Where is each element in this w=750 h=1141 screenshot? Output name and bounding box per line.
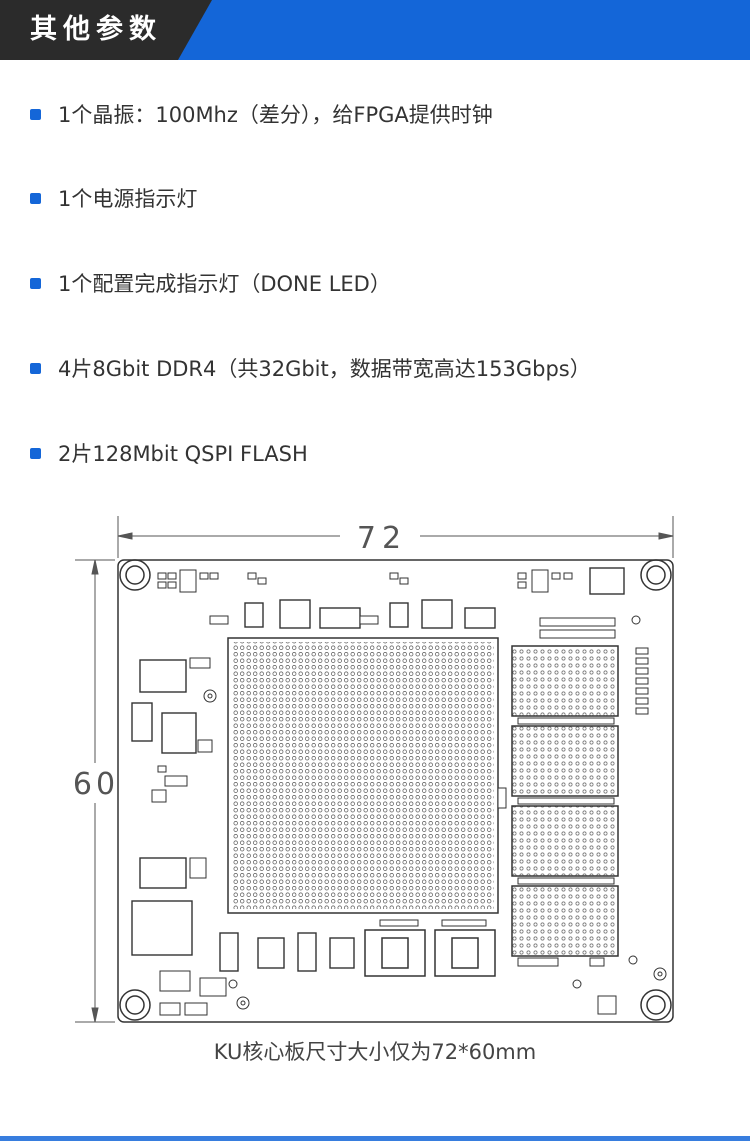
height-label: 60 (73, 767, 119, 802)
feature-item: 1个晶振：100Mhz（差分），给FPGA提供时钟 (30, 92, 493, 136)
feature-text: 1个电源指示灯 (58, 187, 198, 211)
feature-text: 1个配置完成指示灯（DONE LED） (58, 272, 391, 296)
square-bullet-icon (30, 447, 41, 459)
section-header: 其他参数 (0, 0, 750, 60)
width-dimension (117, 516, 674, 558)
board-drawing: 72 60 (73, 516, 674, 1023)
feature-text: 4片8Gbit DDR4（共32Gbit，数据带宽高达153Gbps） (58, 357, 591, 381)
mounting-holes (119, 559, 672, 1021)
ddr4-chips (511, 645, 619, 957)
fiducials (203, 615, 667, 1010)
square-bullet-icon (30, 277, 41, 289)
feature-item: 2片128Mbit QSPI FLASH (30, 431, 308, 475)
height-dimension (75, 559, 115, 1023)
feature-text: 1个晶振：100Mhz（差分），给FPGA提供时钟 (58, 103, 493, 127)
power-components (131, 567, 625, 972)
section-title: 其他参数 (30, 14, 162, 45)
square-bullet-icon (30, 362, 41, 374)
width-label: 72 (357, 521, 407, 556)
feature-item: 1个配置完成指示灯（DONE LED） (30, 261, 391, 305)
feature-item: 1个电源指示灯 (30, 176, 197, 220)
board-caption: KU核心板尺寸大小仅为72*60mm (213, 1040, 537, 1064)
feature-item: 4片8Gbit DDR4（共32Gbit，数据带宽高达153Gbps） (30, 346, 591, 390)
feature-text: 2片128Mbit QSPI FLASH (58, 442, 308, 466)
square-bullet-icon (30, 108, 41, 120)
fpga-ball-grid (232, 642, 494, 909)
passive-components (151, 569, 649, 1016)
flash-chips (364, 929, 496, 977)
header-shape (0, 0, 750, 60)
square-bullet-icon (30, 192, 41, 204)
bottom-accent-line (0, 1136, 750, 1141)
